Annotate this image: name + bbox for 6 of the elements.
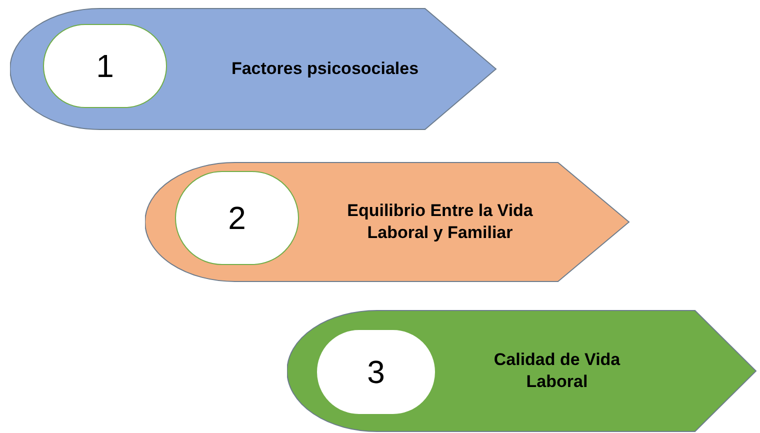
step-number: 3 <box>367 356 385 388</box>
step-title: Factores psicosociales <box>231 58 419 80</box>
step-title: Calidad de Vida Laboral <box>492 349 622 393</box>
step-number: 1 <box>96 50 114 82</box>
step-number: 2 <box>228 202 246 234</box>
step-title: Equilibrio Entre la Vida Laboral y Familiar <box>346 200 534 244</box>
